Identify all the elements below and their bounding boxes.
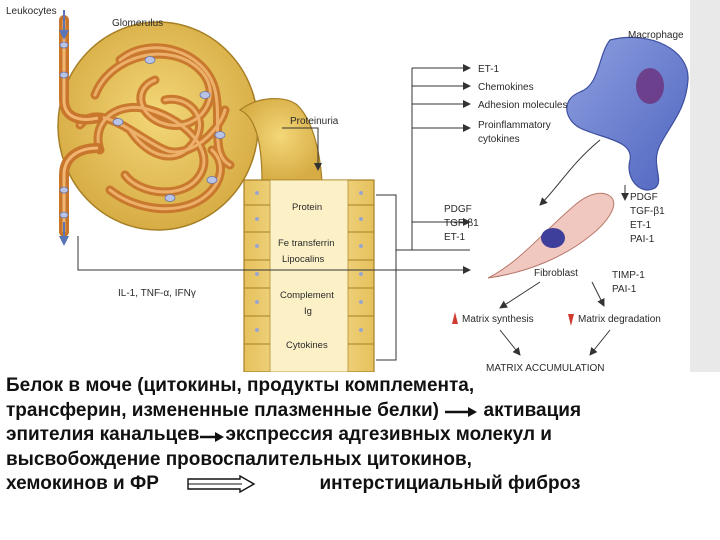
caption-line-2: трансферин, измененные плазменные белки)… bbox=[6, 399, 716, 424]
label-tgfb1-left: TGF-β1 bbox=[444, 218, 479, 229]
label-cytokines: cytokines bbox=[478, 134, 520, 145]
label-et1-right: ET-1 bbox=[630, 220, 652, 231]
caption-line-2b: активация bbox=[483, 399, 582, 421]
arrow-icon bbox=[200, 431, 225, 442]
label-et1: ET-1 bbox=[478, 64, 500, 75]
label-tgfb1-right: TGF-β1 bbox=[630, 206, 665, 217]
label-il1-tnf-ifn: IL-1, TNF-α, IFNγ bbox=[118, 288, 196, 299]
caption-line-5: хемокинов и ФР интерстициальный фиброз bbox=[6, 472, 716, 497]
caption-text: Белок в моче (цитокины, продукты комплем… bbox=[6, 374, 716, 497]
caption-line-2a: трансферин, измененные плазменные белки) bbox=[6, 399, 439, 421]
label-timp1: TIMP-1 bbox=[612, 270, 645, 281]
caption-line-3b: экспрессия адгезивных молекул и bbox=[225, 424, 552, 445]
caption-line-1: Белок в моче (цитокины, продукты комплем… bbox=[6, 375, 475, 396]
label-matrix-degradation: Matrix degradation bbox=[578, 314, 661, 325]
fibroblast-cell bbox=[487, 192, 615, 279]
label-leukocytes: Leukocytes bbox=[6, 6, 57, 17]
label-lipocalins: Lipocalins bbox=[282, 254, 324, 265]
label-adhesion-molecules: Adhesion molecules bbox=[478, 100, 568, 111]
label-proteinuria: Proteinuria bbox=[290, 116, 339, 127]
caption-line-5a: хемокинов и ФР bbox=[6, 473, 159, 494]
label-macrophage: Macrophage bbox=[628, 30, 684, 41]
arrow-icon bbox=[445, 407, 478, 418]
matrix-arrows bbox=[452, 312, 574, 326]
label-pai1: PAI-1 bbox=[612, 284, 637, 295]
label-glomerulus: Glomerulus bbox=[112, 18, 163, 29]
tubule bbox=[243, 179, 375, 372]
macrophage-arrows bbox=[539, 139, 629, 206]
label-matrix-accumulation: MATRIX ACCUMULATION bbox=[486, 363, 605, 372]
proteinuria-arrow bbox=[282, 127, 322, 171]
label-pai1-right: PAI-1 bbox=[630, 234, 655, 245]
caption-line-3: эпителия канальцев экспрессия адгезивных … bbox=[6, 423, 716, 448]
glomerulus bbox=[57, 21, 323, 231]
macrophage-cell bbox=[566, 36, 689, 191]
label-fe-transferrin: Fe transferrin bbox=[278, 238, 335, 249]
label-chemokines: Chemokines bbox=[478, 82, 534, 93]
fibroblast-arrows bbox=[499, 281, 611, 356]
label-complement: Complement bbox=[280, 290, 334, 301]
label-ig: Ig bbox=[304, 306, 312, 317]
cytokine-arrow bbox=[77, 236, 471, 274]
label-et1-left: ET-1 bbox=[444, 232, 466, 243]
kidney-fibrosis-diagram: Leukocytes Glomerulus Macrophage Protein… bbox=[6, 0, 720, 372]
label-pdgf-right: PDGF bbox=[630, 192, 658, 203]
page-edge-shade bbox=[690, 0, 720, 372]
tubule-output-arrows bbox=[376, 64, 471, 361]
label-tubule-cytokines: Cytokines bbox=[286, 340, 328, 351]
label-pdgf-left: PDGF bbox=[444, 204, 472, 215]
label-fibroblast: Fibroblast bbox=[534, 268, 578, 279]
caption-line-5b: интерстициальный фиброз bbox=[319, 473, 581, 494]
caption-line-3a: эпителия канальцев bbox=[6, 424, 200, 445]
blood-vessels bbox=[59, 10, 103, 246]
diagram-canvas: Leukocytes Glomerulus Macrophage Protein… bbox=[6, 0, 720, 372]
label-proinflammatory: Proinflammatory bbox=[478, 120, 551, 131]
label-matrix-synthesis: Matrix synthesis bbox=[462, 314, 534, 325]
label-protein: Protein bbox=[292, 202, 322, 213]
double-arrow-icon bbox=[187, 474, 256, 493]
caption-line-4: высвобождение провоспалительных цитокино… bbox=[6, 448, 472, 470]
